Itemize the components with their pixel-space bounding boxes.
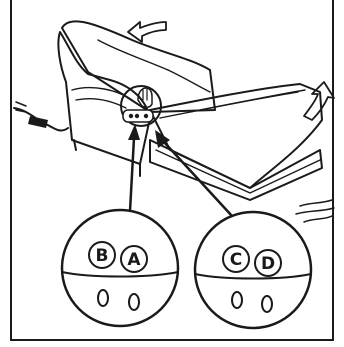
- button-a: [129, 294, 139, 310]
- pointer-arrow-left: [130, 138, 134, 211]
- power-plug: [28, 116, 48, 128]
- switch-button-icon: [135, 114, 139, 118]
- callout-left: B A: [62, 210, 178, 326]
- button-c: [232, 292, 242, 308]
- pointer-arrow-right: [164, 142, 232, 216]
- label-d: D: [261, 254, 275, 274]
- panel-edge: [62, 272, 178, 277]
- label-b: B: [96, 246, 109, 266]
- callout-circle: [62, 210, 178, 326]
- switch-button-icon: [129, 114, 133, 118]
- panel-edge: [195, 274, 311, 279]
- callout-right: C D: [195, 212, 311, 328]
- button-b: [98, 290, 108, 306]
- button-d: [262, 296, 272, 312]
- callout-circle: [195, 212, 311, 328]
- hand-fingers: [143, 89, 147, 100]
- label-c: C: [230, 250, 242, 270]
- motion-mark: [304, 216, 332, 222]
- backrest-recline-arrow: [128, 22, 166, 42]
- sofa-chaise: [150, 84, 322, 200]
- switch-button-icon: [144, 114, 148, 118]
- motion-mark: [300, 200, 332, 206]
- motion-mark: [296, 208, 334, 214]
- label-a: A: [127, 250, 141, 270]
